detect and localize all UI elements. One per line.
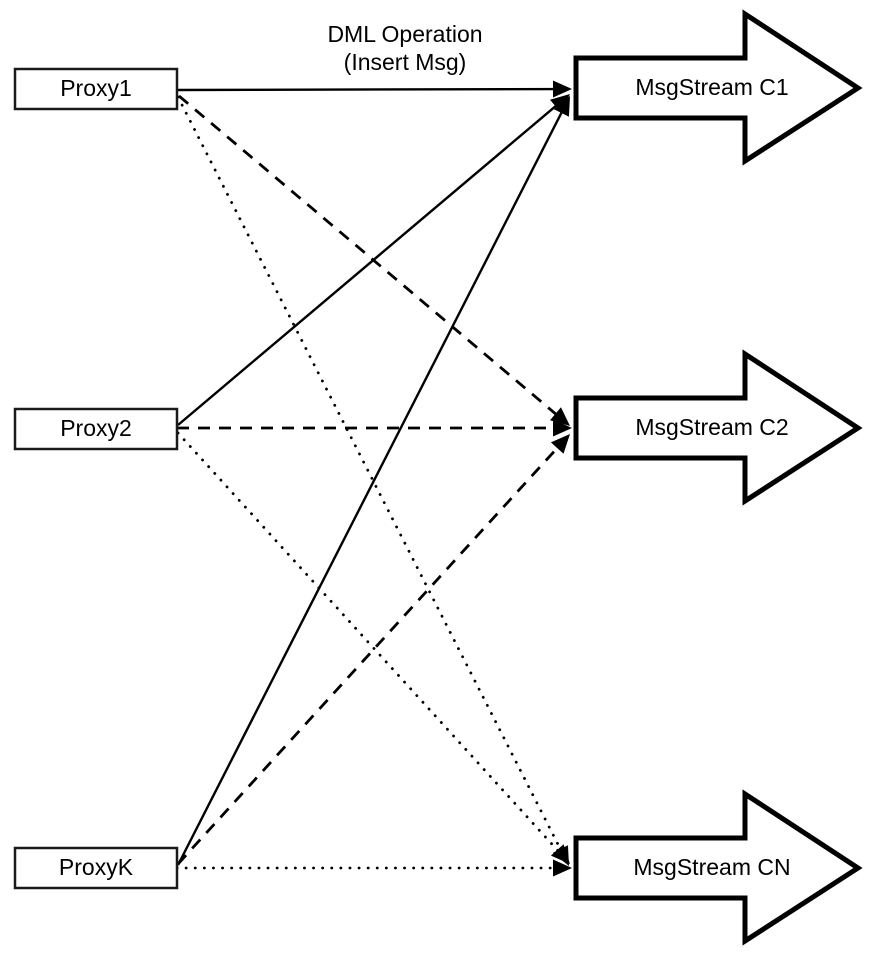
msgstream-label: MsgStream CN bbox=[633, 854, 790, 880]
annotation-line-2: (Insert Msg) bbox=[344, 49, 467, 75]
arrowhead-proxy2-to-c1 bbox=[549, 94, 570, 113]
block-arrow-shape bbox=[573, 789, 863, 946]
proxy-node-proxyk[interactable]: ProxyK bbox=[13, 846, 179, 890]
msgstream-node-msgstream-c1[interactable]: MsgStream C1 bbox=[573, 9, 863, 166]
connection-proxy1-to-cn bbox=[176, 95, 567, 860]
connection-proxy2-to-c1 bbox=[177, 98, 564, 426]
proxy-label: Proxy1 bbox=[60, 75, 132, 101]
arrowhead-proxy2-to-cn bbox=[550, 844, 570, 864]
connection-proxyk-to-c1 bbox=[176, 103, 567, 866]
proxy-label: Proxy2 bbox=[60, 415, 132, 441]
connection-arrowheads-layer bbox=[549, 80, 572, 877]
arrowhead-proxy2-to-c2 bbox=[553, 419, 572, 437]
connection-proxy2-to-cn bbox=[176, 431, 566, 859]
msgstream-label: MsgStream C1 bbox=[635, 74, 788, 100]
proxy-label: ProxyK bbox=[59, 854, 134, 880]
proxy-node-proxy1[interactable]: Proxy1 bbox=[13, 67, 179, 111]
proxy-node-proxy2[interactable]: Proxy2 bbox=[13, 407, 179, 451]
connections-layer bbox=[175, 87, 567, 870]
msgstream-node-msgstream-c2[interactable]: MsgStream C2 bbox=[573, 349, 863, 506]
arrowhead-proxyk-to-cn bbox=[553, 859, 572, 877]
dml-operation-annotation: DML Operation (Insert Msg) bbox=[327, 21, 482, 75]
block-arrow-shape bbox=[573, 9, 863, 166]
connection-proxy1-to-c2 bbox=[178, 94, 565, 422]
arrowhead-proxy1-to-c1 bbox=[552, 80, 572, 98]
connection-proxyk-to-c2 bbox=[176, 439, 565, 865]
msgstream-node-msgstream-cn[interactable]: MsgStream CN bbox=[573, 789, 863, 946]
connection-proxy1-to-c1 bbox=[176, 87, 564, 92]
msgstream-label: MsgStream C2 bbox=[635, 414, 788, 440]
block-arrow-shape bbox=[573, 349, 863, 506]
proxy-box-shape bbox=[13, 67, 179, 111]
annotation-line-1: DML Operation bbox=[327, 21, 482, 47]
arrowhead-proxyk-to-c2 bbox=[550, 434, 570, 454]
msgstream-arrows-layer: MsgStream C1 MsgStream C2 MsgStream CN bbox=[573, 9, 863, 946]
proxy-box-shape bbox=[13, 407, 179, 451]
proxy-box-shape bbox=[13, 846, 179, 890]
arrowhead-proxyk-to-c1 bbox=[553, 96, 570, 117]
